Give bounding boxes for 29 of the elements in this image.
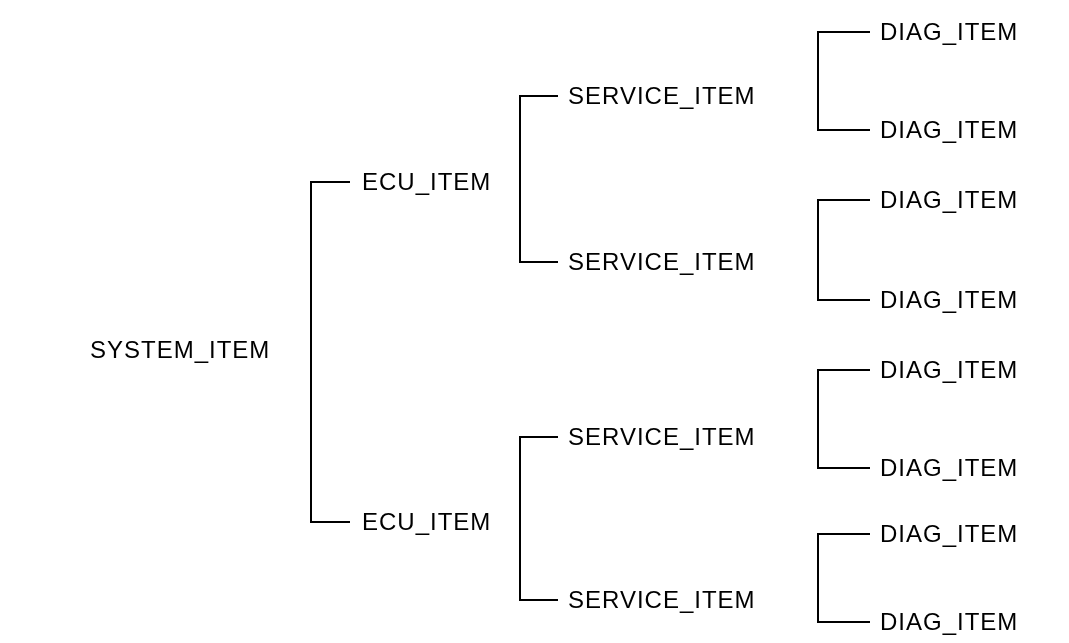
item-label: SERVICE_ITEM [568,423,756,451]
item-label: DIAG_ITEM [880,454,1019,482]
tree-connector [817,199,871,263]
tree-connector [817,533,871,601]
item-label: SERVICE_ITEM [568,248,756,276]
item-label: DIAG_ITEM [880,356,1019,384]
tree-connector [519,521,559,601]
item-label: ECU_ITEM [362,168,492,196]
tree-connector [519,181,559,263]
item-label: ECU_ITEM [362,508,492,536]
tree-connector [310,181,351,351]
tree-connector [817,95,871,131]
item-label: SERVICE_ITEM [568,82,756,110]
item-label: DIAG_ITEM [880,286,1019,314]
tree-connector [817,31,871,97]
item-label: DIAG_ITEM [880,18,1019,46]
tree-connector [519,95,559,183]
item-label: DIAG_ITEM [880,116,1019,144]
tree-connector [817,436,871,469]
item-label: DIAG_ITEM [880,186,1019,214]
item-label: SERVICE_ITEM [568,586,756,614]
tree-connector [817,261,871,301]
tree-connector [519,436,559,523]
tree-connector [817,599,871,623]
item-label: DIAG_ITEM [880,520,1019,548]
tree-connector [817,369,871,438]
tree-connector [310,349,351,523]
item-label: DIAG_ITEM [880,608,1019,636]
item-label: SYSTEM_ITEM [90,336,271,364]
